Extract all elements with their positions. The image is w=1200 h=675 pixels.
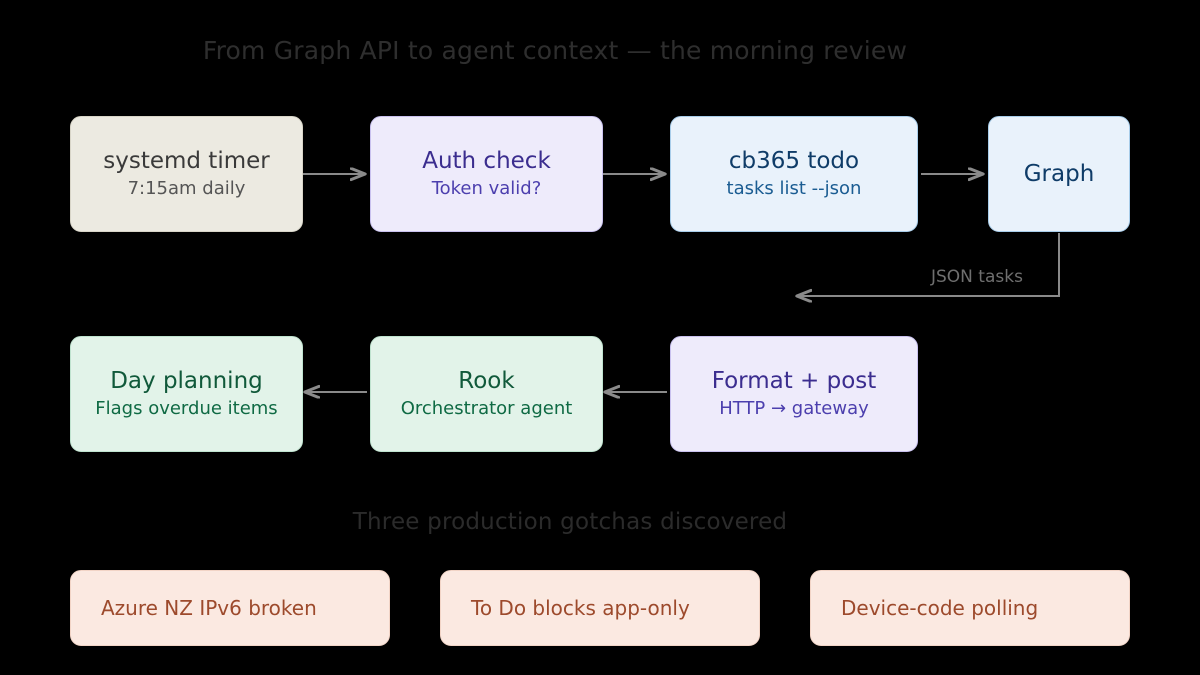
gotcha-label: Device-code polling: [841, 596, 1039, 620]
node-title: Auth check: [422, 148, 551, 175]
node-subtitle: tasks list --json: [726, 178, 862, 200]
node-systemd-timer[interactable]: systemd timer 7:15am daily: [70, 116, 303, 232]
node-title: systemd timer: [103, 148, 270, 175]
node-subtitle: HTTP → gateway: [719, 398, 869, 420]
gotcha-card-2[interactable]: To Do blocks app-only: [440, 570, 760, 646]
node-format-post[interactable]: Format + post HTTP → gateway: [670, 336, 918, 452]
node-title: Graph: [1023, 160, 1095, 187]
section-subtitle: Three production gotchas discovered: [352, 509, 788, 535]
node-graph[interactable]: Graph: [988, 116, 1130, 232]
node-subtitle: Token valid?: [431, 178, 542, 200]
node-title: Rook: [458, 368, 515, 395]
node-auth-check[interactable]: Auth check Token valid?: [370, 116, 603, 232]
node-title: cb365 todo: [728, 148, 860, 175]
node-subtitle: Orchestrator agent: [400, 398, 573, 420]
node-subtitle: 7:15am daily: [127, 178, 246, 200]
node-subtitle: Flags overdue items: [95, 398, 278, 420]
arrow-graph-to-format: [797, 233, 1060, 296]
page-title: From Graph API to agent context — the mo…: [202, 36, 908, 65]
gotcha-label: Azure NZ IPv6 broken: [101, 596, 317, 620]
gotcha-label: To Do blocks app-only: [471, 596, 690, 620]
gotcha-card-1[interactable]: Azure NZ IPv6 broken: [70, 570, 390, 646]
node-title: Day planning: [110, 368, 263, 395]
node-rook[interactable]: Rook Orchestrator agent: [370, 336, 603, 452]
edge-label-json-tasks: JSON tasks: [931, 267, 1023, 287]
node-title: Format + post: [711, 368, 877, 395]
gotcha-card-3[interactable]: Device-code polling: [810, 570, 1130, 646]
node-cb365-todo[interactable]: cb365 todo tasks list --json: [670, 116, 918, 232]
node-day-planning[interactable]: Day planning Flags overdue items: [70, 336, 303, 452]
